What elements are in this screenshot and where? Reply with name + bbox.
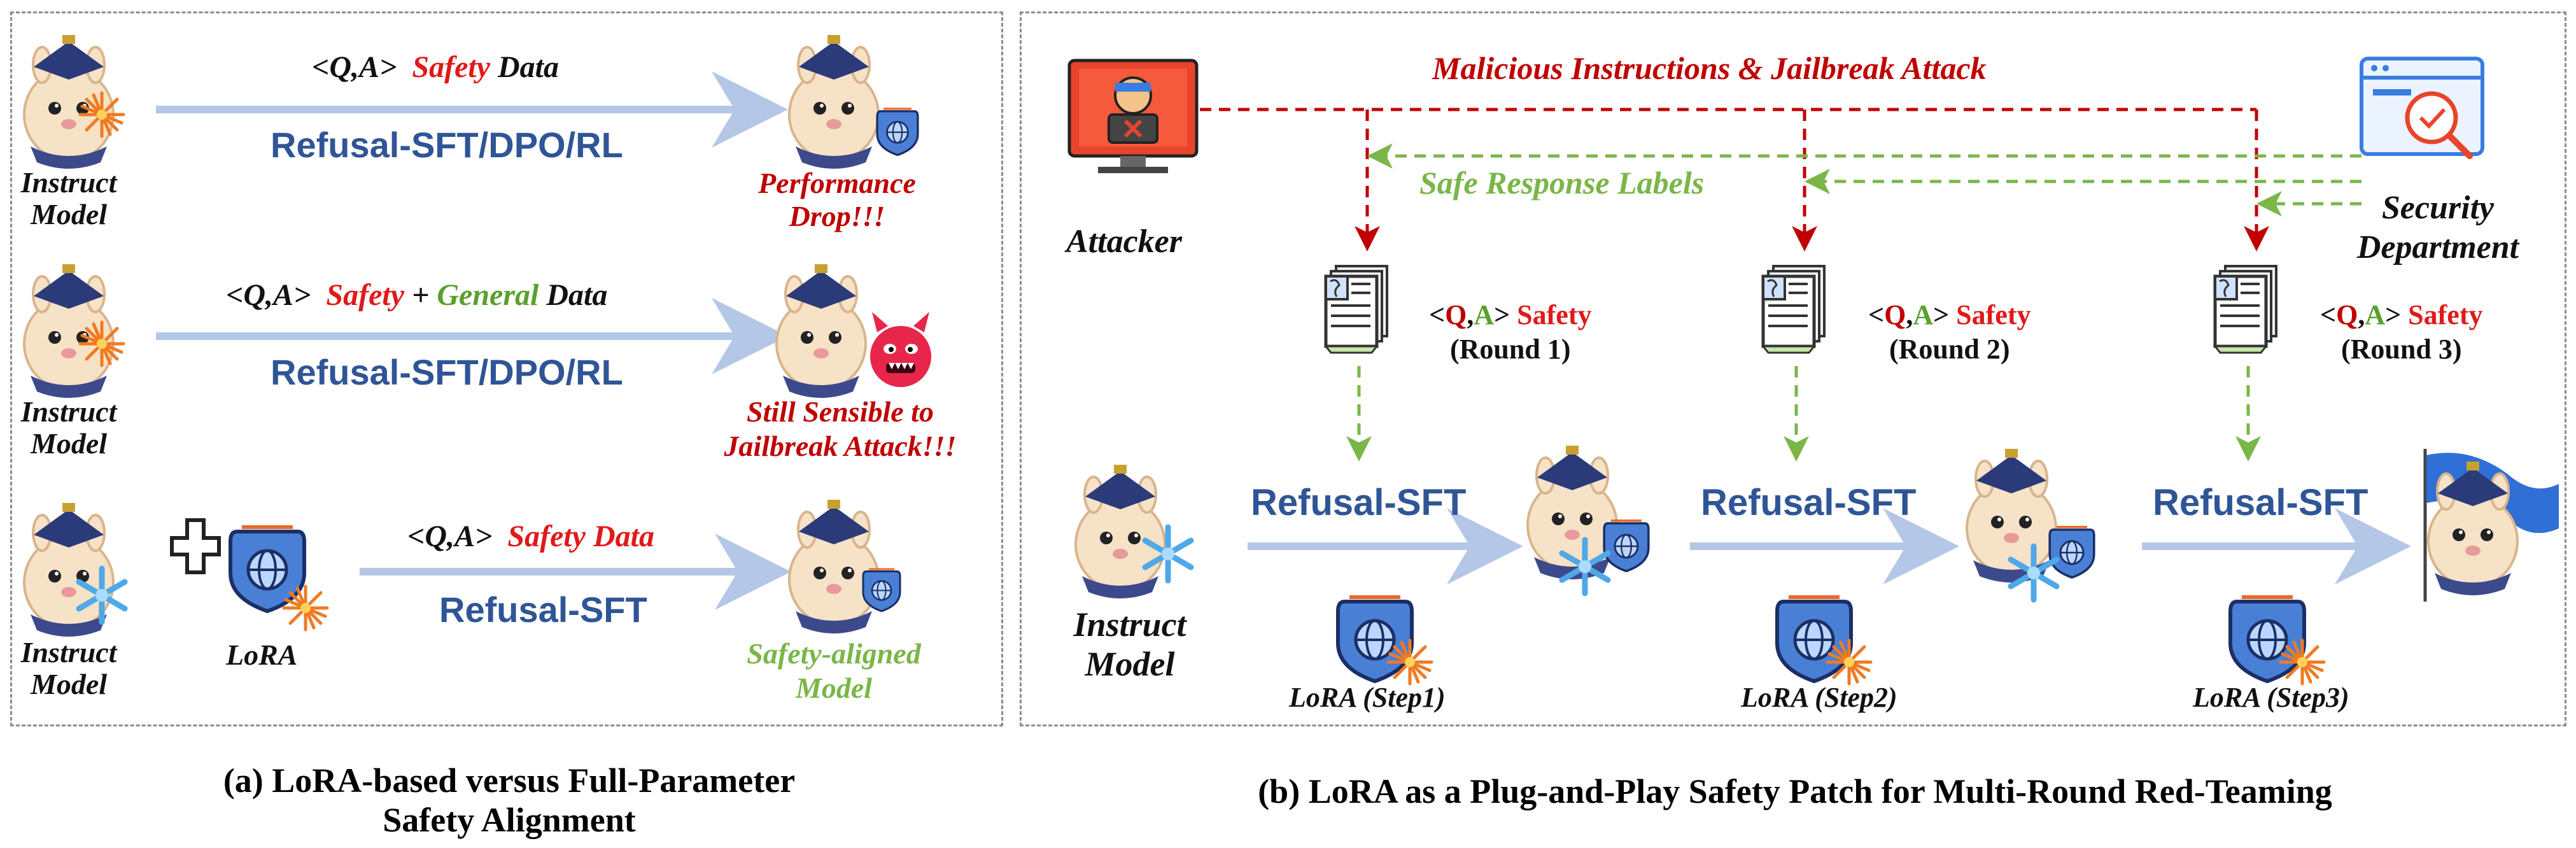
sparkle-burst-icon (1827, 640, 1871, 684)
shield-globe-icon (1603, 519, 1650, 572)
llama-mascot-icon (1074, 463, 1166, 600)
shield-globe-icon (230, 527, 304, 611)
llama-mascot-icon (775, 263, 867, 399)
qa-data-label: <Q,A> Safety + General Data (226, 278, 608, 312)
shield-globe-icon (2048, 525, 2095, 579)
refusal-sft-label: Refusal-SFT (1251, 482, 1467, 523)
right-panel (1020, 11, 2566, 726)
left-panel (10, 11, 1003, 726)
sparkle-burst-icon (80, 93, 123, 136)
llama-mascot-icon (2427, 460, 2519, 597)
lora-label: LoRA (226, 639, 298, 671)
malicious-label: Malicious Instructions & Jailbreak Attac… (1432, 50, 1987, 86)
qa-data-label: <Q,A> Safety Data (312, 50, 560, 84)
devil-face-icon (870, 312, 931, 387)
sparkle-burst-icon (2281, 640, 2324, 684)
llama-mascot-icon (788, 34, 880, 170)
lora-step-label: LoRA (Step1) (1289, 682, 1446, 713)
document-stack-icon (2215, 266, 2276, 353)
method-label: Refusal-SFT/DPO/RL (271, 125, 623, 165)
attacker-monitor-icon (1067, 59, 1199, 173)
round-label: <Q,A> Safety (Round 1) (1429, 299, 1592, 365)
llama-mascot-icon (788, 498, 880, 635)
shield-globe-icon (862, 568, 901, 612)
sparkle-burst-icon (1388, 640, 1432, 684)
shield-globe-icon (2230, 597, 2304, 681)
refusal-sft-label: Refusal-SFT (2153, 482, 2368, 523)
llama-mascot-icon (23, 263, 115, 399)
security-browser-icon (2360, 57, 2484, 159)
malicious-dashed-lines (1200, 108, 2269, 251)
shield-globe-icon (1338, 597, 1412, 681)
safe-label-dashed-lines (1346, 143, 2361, 462)
refusal-sft-label: Refusal-SFT (1701, 482, 1917, 523)
shield-globe-icon (876, 108, 919, 157)
round-label: <Q,A> Safety (Round 3) (2320, 299, 2483, 365)
round-label: <Q,A> Safety (Round 2) (1868, 299, 2031, 365)
method-label: Refusal-SFT/DPO/RL (271, 352, 623, 392)
sparkle-burst-icon (80, 322, 123, 365)
shield-globe-icon (1777, 597, 1851, 681)
attacker-label: Attacker (1066, 223, 1182, 260)
lora-step-label: LoRA (Step3) (2193, 682, 2349, 713)
sparkle-burst-icon (284, 586, 327, 630)
qa-data-label: <Q,A> Safety Data (407, 519, 655, 553)
llama-mascot-icon (23, 34, 115, 170)
lora-step-label: LoRA (Step2) (1741, 682, 1897, 713)
plus-icon (170, 518, 221, 574)
safe-labels-label: Safe Response Labels (1419, 165, 1705, 201)
document-stack-icon (1326, 266, 1387, 353)
right-caption: (b) LoRA as a Plug-and-Play Safety Patch… (1258, 772, 2332, 810)
method-label: Refusal-SFT (439, 590, 647, 630)
document-stack-icon (1763, 266, 1824, 353)
